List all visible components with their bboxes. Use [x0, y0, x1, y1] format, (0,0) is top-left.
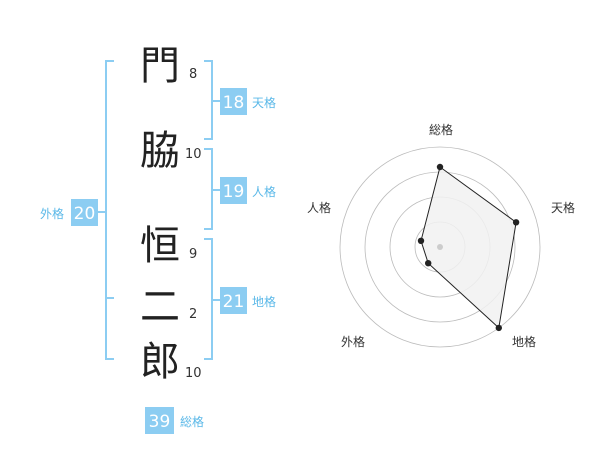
stroke-count-5: 10: [185, 366, 202, 381]
jinkaku-value: 19: [223, 182, 245, 202]
name-char-5: 郎: [140, 339, 180, 385]
radar-point-1: [512, 219, 520, 226]
radar-chart: [339, 146, 541, 348]
tenkaku-bracket: [204, 60, 213, 140]
tenkaku-label: 天格: [252, 95, 276, 110]
name-char-2: 脇: [140, 128, 180, 174]
stroke-count-2: 10: [185, 147, 202, 162]
gaikaku-label: 外格: [40, 206, 64, 221]
radar-point-2: [495, 324, 502, 332]
chikaku-badge: [220, 287, 247, 314]
stroke-count-3: 9: [189, 247, 197, 262]
gaikaku-badge: [71, 199, 98, 226]
radar-label-tenkaku: 天格: [551, 200, 575, 215]
radar-center-dot: [437, 244, 443, 250]
tenkaku-badge: [220, 88, 247, 115]
stroke-count-4: 2: [189, 307, 197, 322]
radar-point-0: [436, 163, 444, 171]
soukaku-value: 39: [149, 412, 171, 432]
name-char-4: 二: [140, 284, 180, 330]
jinkaku-badge: [220, 177, 247, 204]
outer-bracket: [105, 60, 114, 360]
radar-area: [420, 166, 517, 329]
radar-label-jinkaku: 人格: [307, 200, 331, 215]
radar-label-gaikaku: 外格: [341, 334, 365, 349]
gaikaku-value: 20: [74, 204, 96, 224]
radar-point-3: [425, 260, 432, 267]
radar-ring: [339, 146, 541, 348]
stroke-count-1: 8: [189, 67, 197, 82]
chikaku-value: 21: [223, 292, 245, 312]
tenkaku-value: 18: [223, 93, 245, 113]
radar-label-soukaku: 総格: [429, 122, 453, 137]
name-char-1: 門: [140, 43, 180, 89]
jinkaku-bracket: [204, 148, 213, 230]
soukaku-badge: [145, 407, 174, 434]
soukaku-label: 総格: [180, 414, 204, 429]
chikaku-label: 地格: [252, 294, 276, 309]
radar-label-chikaku: 地格: [512, 334, 536, 349]
radar-point-4: [417, 237, 425, 244]
jinkaku-label: 人格: [252, 184, 276, 199]
name-char-3: 恒: [140, 223, 180, 269]
chikaku-bracket: [204, 238, 213, 360]
